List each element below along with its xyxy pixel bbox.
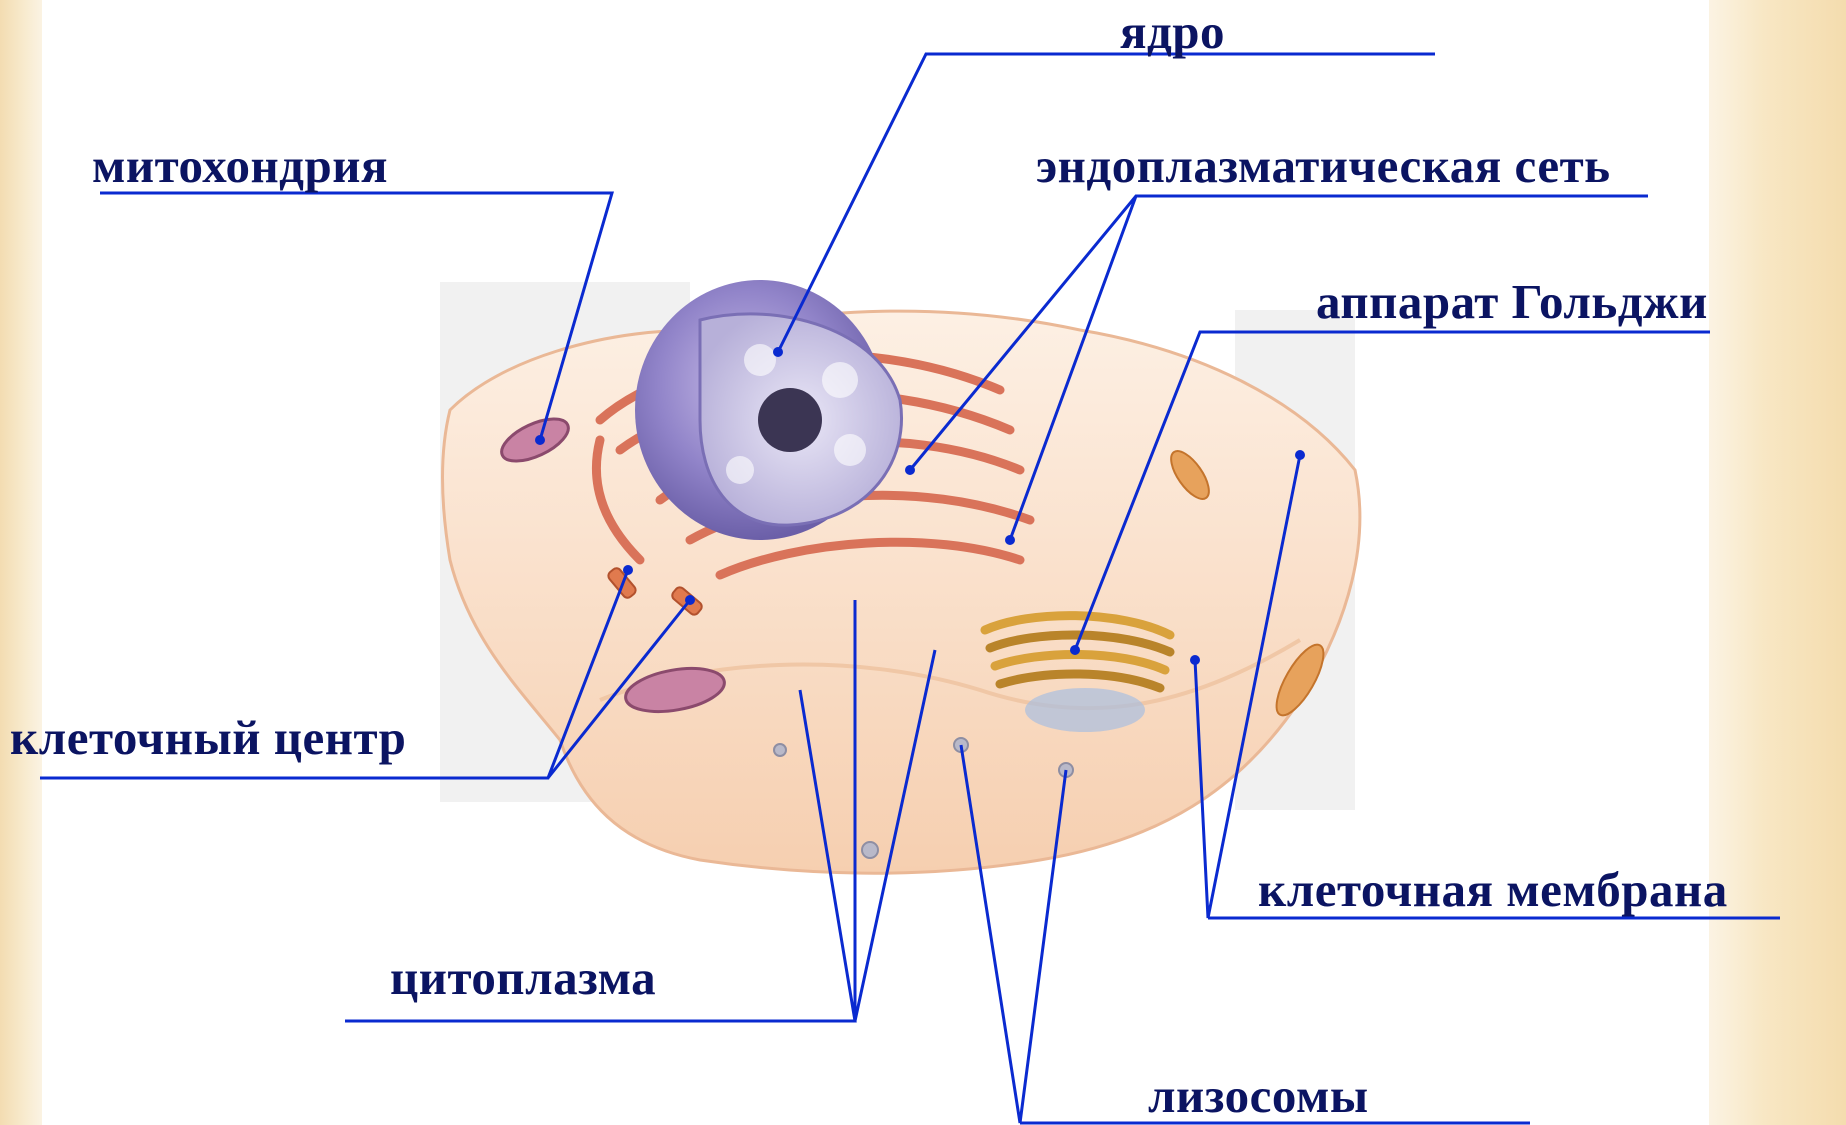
label-cytoplasm: цитоплазма — [390, 950, 656, 1006]
label-nucleus: ядро — [1120, 4, 1225, 60]
label-golgi: аппарат Гольджи — [1316, 274, 1708, 330]
label-centrosome: клеточный центр — [10, 710, 406, 766]
label-mitochondrion: митохондрия — [92, 138, 388, 194]
label-lysosomes: лизосомы — [1148, 1068, 1369, 1124]
label-membrane: клеточная мембрана — [1258, 862, 1728, 918]
label-er: эндоплазматическая сеть — [1036, 138, 1611, 194]
